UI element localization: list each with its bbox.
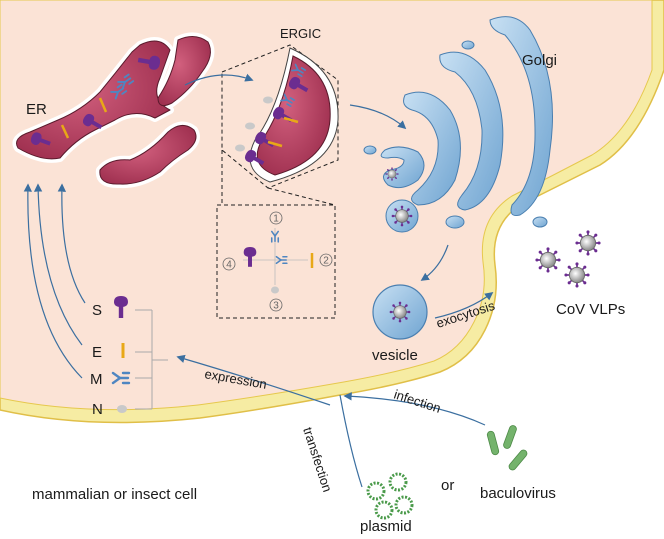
golgi <box>363 16 553 233</box>
svg-text:1: 1 <box>273 214 279 225</box>
legend-n: N <box>92 401 103 418</box>
secretory-vesicle <box>372 284 428 340</box>
baculovirus <box>486 425 528 471</box>
golgi-label: Golgi <box>522 52 557 69</box>
svg-text:3: 3 <box>273 301 279 312</box>
cov-vlps-label: CoV VLPs <box>556 301 625 318</box>
ergic-zoom-box <box>221 44 339 189</box>
legend-m: M <box>90 371 103 388</box>
or-label: or <box>441 477 454 494</box>
er-cisterna-3 <box>99 125 197 185</box>
plasmid-label: plasmid <box>360 518 412 535</box>
er-label: ER <box>26 101 47 118</box>
ergic-label: ERGIC <box>280 26 321 41</box>
step-marker-1: 1 <box>269 211 283 225</box>
infection-label: infection <box>392 387 443 416</box>
golgi-cisterna-2 <box>439 51 504 211</box>
transfection-label: transfection <box>300 425 335 494</box>
svg-text:4: 4 <box>226 260 232 271</box>
cell-label: mammalian or insect cell <box>32 486 197 503</box>
flow-arrows <box>23 73 494 488</box>
cov-vlps <box>534 229 602 289</box>
step-marker-3: 3 <box>269 298 283 312</box>
legend-s: S <box>92 302 102 319</box>
plasmid <box>366 472 414 520</box>
protein-legend: S E M N <box>90 296 168 418</box>
svg-text:2: 2 <box>323 256 329 267</box>
er-cisterna-2 <box>157 36 211 107</box>
er <box>12 32 215 189</box>
ergic <box>221 44 339 206</box>
baculovirus-label: baculovirus <box>480 485 556 502</box>
vesicle-label: vesicle <box>372 347 418 364</box>
golgi-cisterna-1 <box>489 16 553 216</box>
golgi-cisterna-3 <box>403 91 461 206</box>
nucleocapsid-icon <box>117 405 127 413</box>
er-cisterna-1 <box>16 40 171 160</box>
legend-e: E <box>92 344 102 361</box>
step-marker-4: 4 <box>222 257 236 271</box>
assembly-inset: 1 2 3 4 <box>216 204 336 319</box>
assembly-inset-box <box>216 204 336 319</box>
step-marker-2: 2 <box>319 253 333 267</box>
